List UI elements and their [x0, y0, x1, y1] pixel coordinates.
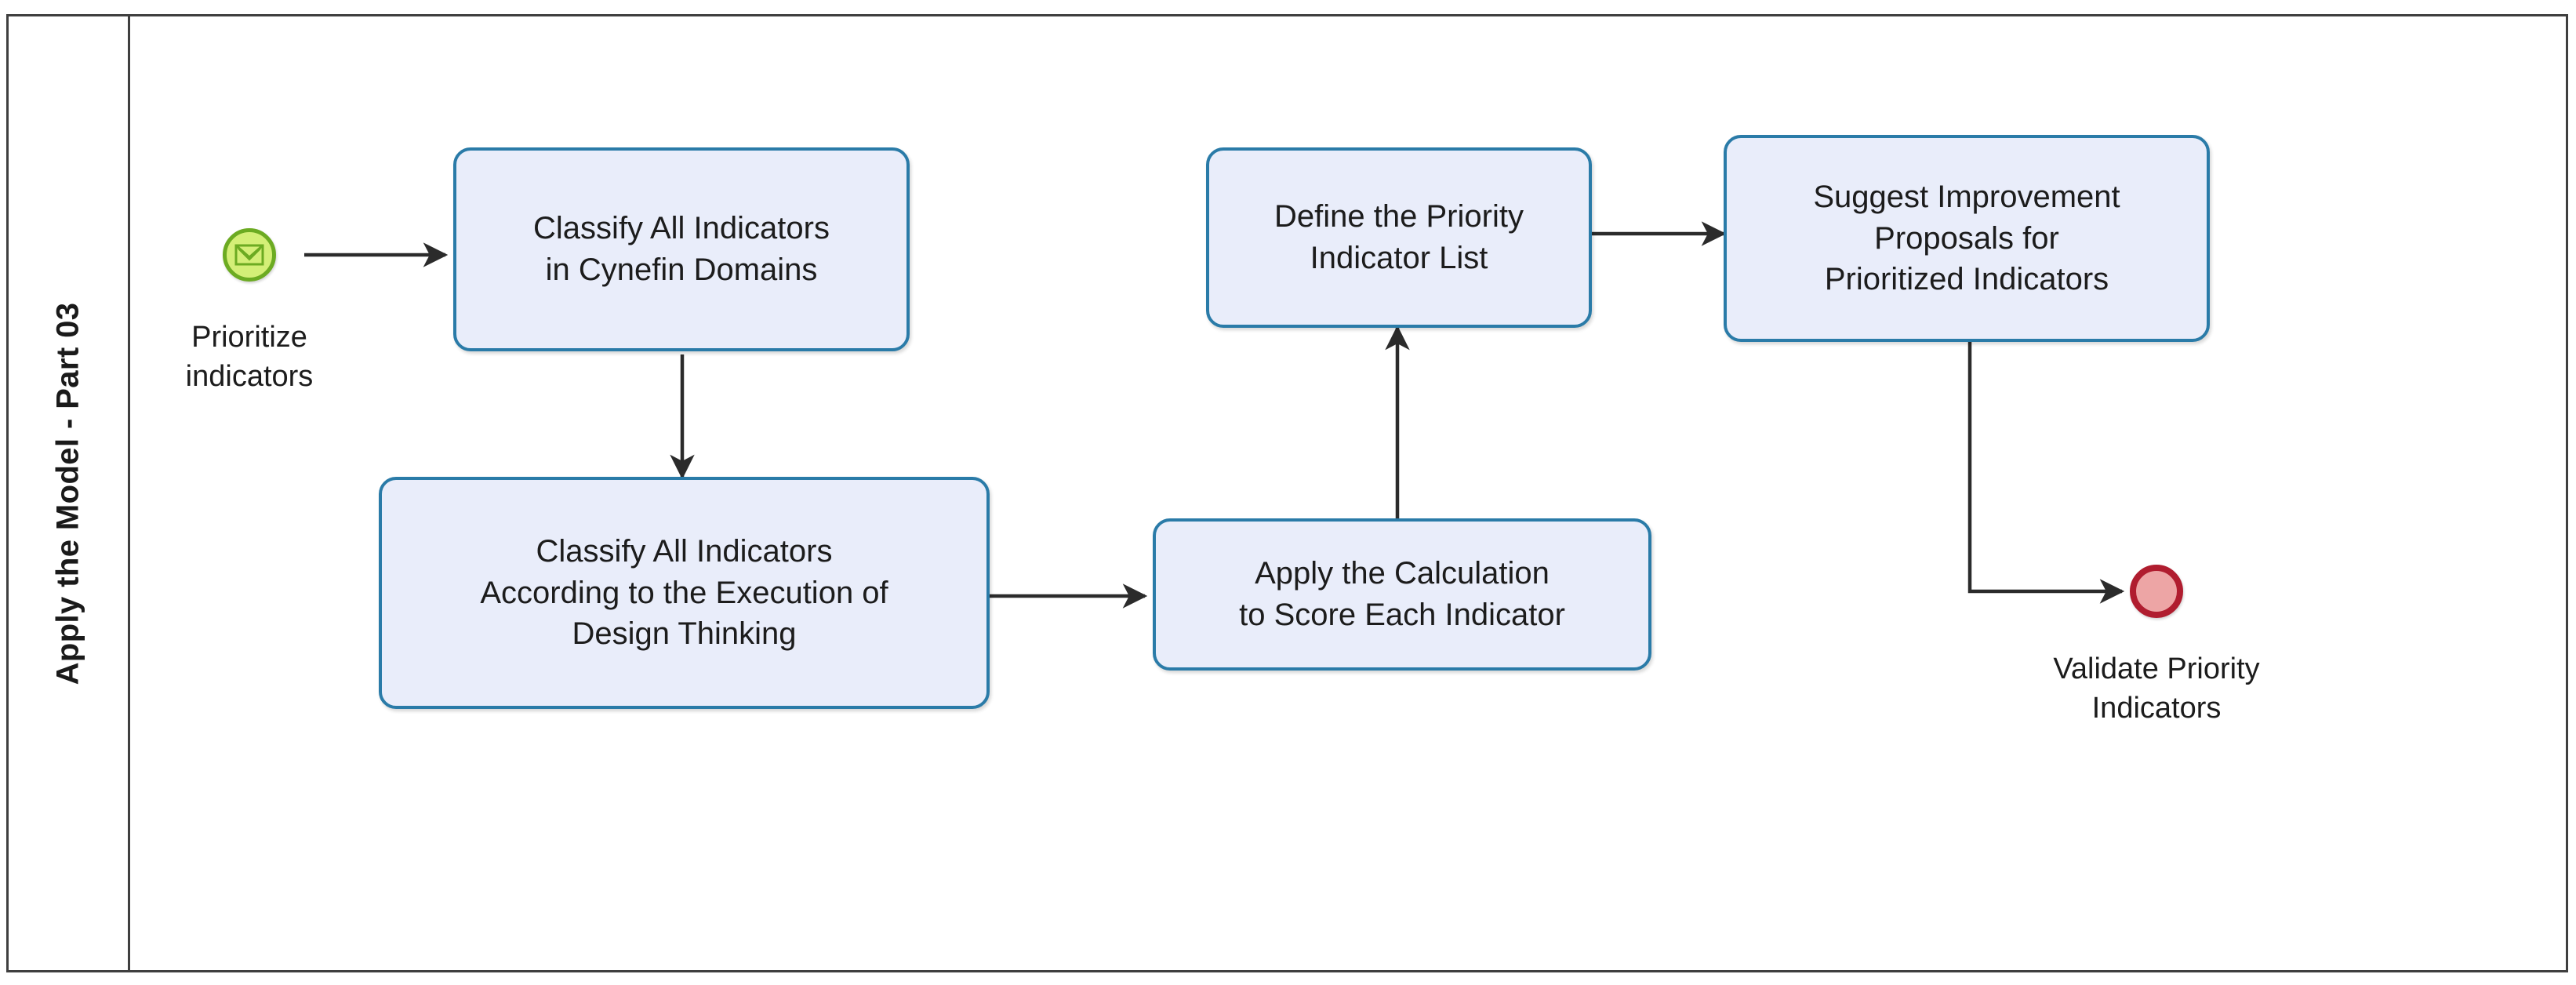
end-event-validate-priority-indicators[interactable]: [2130, 565, 2183, 618]
task-label: Apply the Calculation to Score Each Indi…: [1239, 556, 1565, 632]
start-event-label: Prioritize indicators: [185, 321, 314, 394]
task-classify-indicators-cynefin[interactable]: Classify All Indicators in Cynefin Domai…: [453, 147, 910, 351]
lane-title: Apply the Model - Part 03: [50, 302, 85, 685]
lane-header-divider: [128, 14, 130, 972]
task-label: Suggest Improvement Proposals for Priori…: [1813, 179, 2120, 297]
task-label: Classify All Indicators in Cynefin Domai…: [533, 211, 830, 287]
lane-header: Apply the Model - Part 03: [6, 14, 130, 972]
task-apply-calculation-score-indicator[interactable]: Apply the Calculation to Score Each Indi…: [1153, 518, 1651, 671]
task-label: Define the Priority Indicator List: [1274, 199, 1524, 275]
task-classify-indicators-design-thinking[interactable]: Classify All Indicators According to the…: [379, 477, 990, 709]
task-define-priority-indicator-list[interactable]: Define the Priority Indicator List: [1206, 147, 1592, 328]
task-suggest-improvement-proposals[interactable]: Suggest Improvement Proposals for Priori…: [1724, 135, 2210, 342]
end-event-label: Validate Priority Indicators: [2053, 652, 2260, 725]
envelope-icon: [234, 244, 264, 266]
task-label: Classify All Indicators According to the…: [480, 533, 888, 652]
start-event-prioritize-indicators[interactable]: [223, 228, 276, 282]
